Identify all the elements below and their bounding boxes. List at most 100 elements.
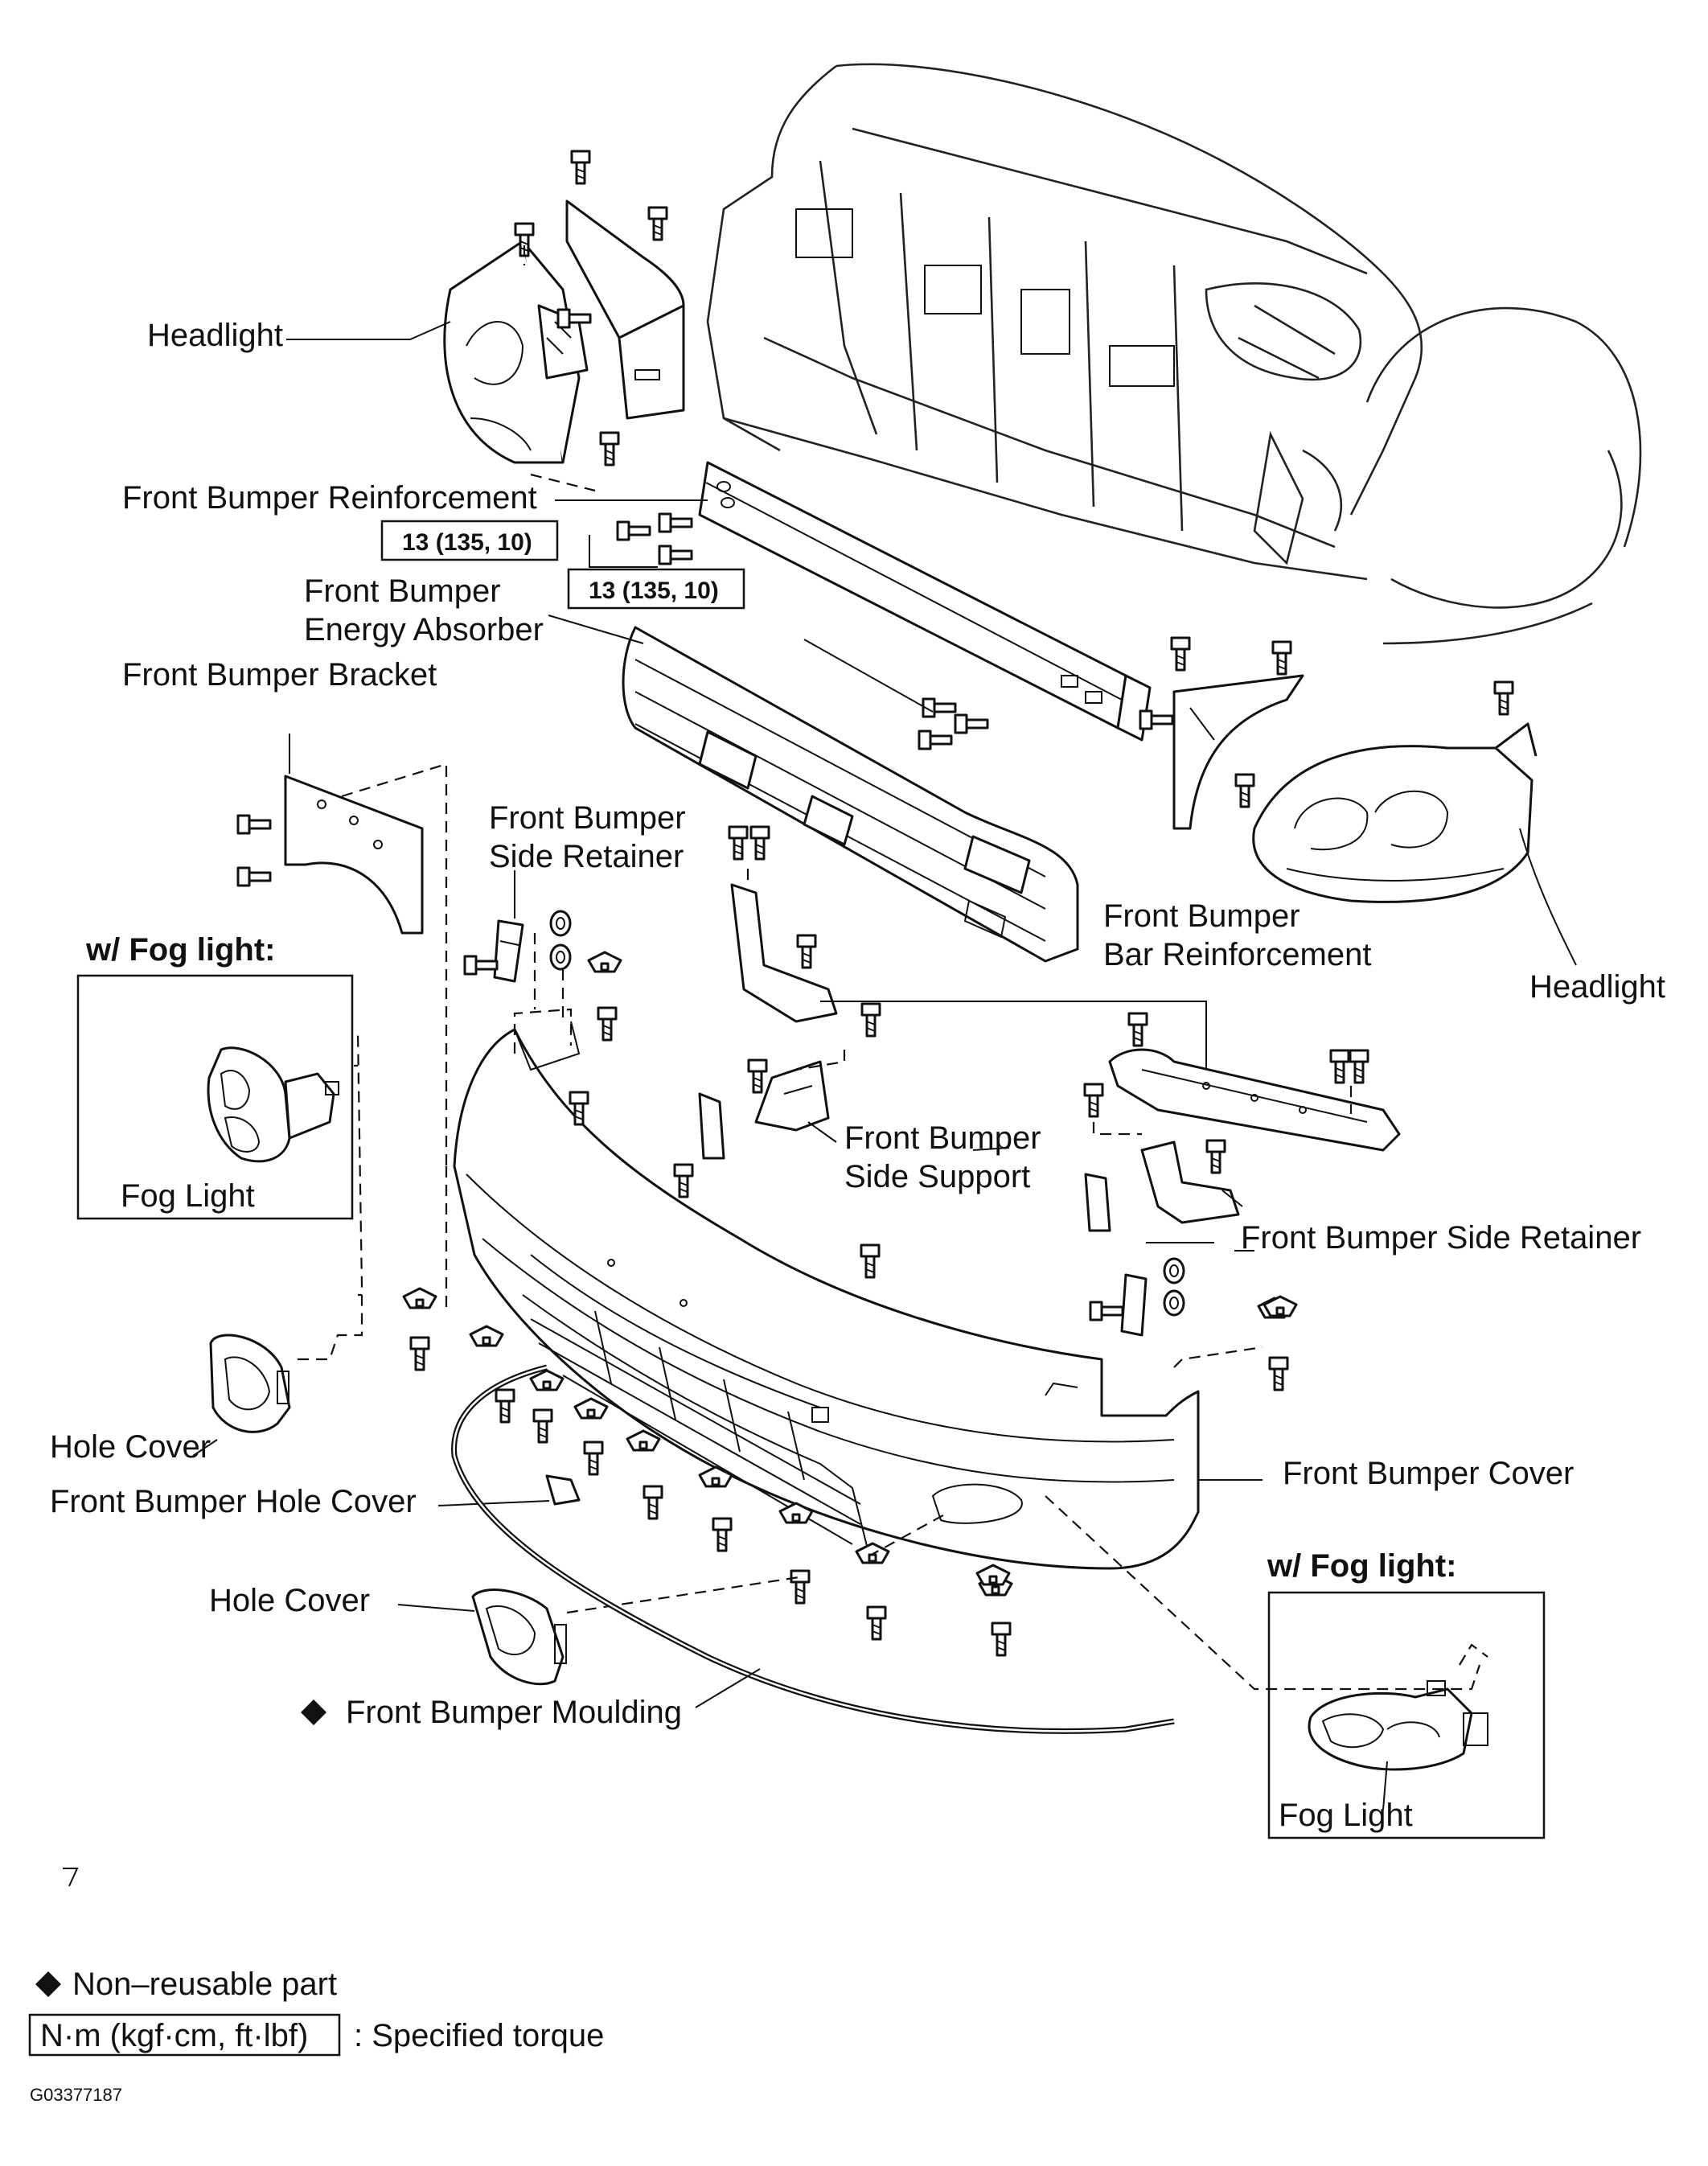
- reinforcement-bolt: [954, 713, 989, 734]
- label-headlight-left: Headlight: [147, 318, 283, 353]
- cover-screw: [673, 1163, 694, 1198]
- fender-liner-right: [1172, 674, 1304, 830]
- support-bolt: [728, 825, 749, 861]
- label-hole-cover-left: Hole Cover: [50, 1429, 211, 1465]
- bar-reinforcement-bolt: [1127, 1012, 1148, 1047]
- hole-cover-left-part: [209, 1334, 291, 1433]
- lower-screw: [532, 1408, 553, 1444]
- fender-right-bolt: [1271, 640, 1292, 676]
- retainer-clip: [587, 951, 622, 973]
- label-energy-absorber-2: Energy Absorber: [304, 612, 544, 647]
- label-side-retainer-left-2: Side Retainer: [489, 839, 684, 874]
- lower-clip: [469, 1325, 504, 1347]
- lower-clip: [529, 1369, 565, 1391]
- retainer-bolt: [463, 955, 499, 976]
- front-bumper-bracket-part: [284, 775, 424, 935]
- lower-clip: [1263, 1295, 1298, 1317]
- label-fog-title-left: w/ Fog light:: [85, 932, 276, 968]
- torque-box-1: [380, 520, 559, 561]
- legend-torque-box: [28, 2013, 341, 2057]
- label-bar-reinforcement-1: Front Bumper: [1103, 898, 1300, 934]
- label-front-bumper-hole-cover: Front Bumper Hole Cover: [50, 1484, 417, 1519]
- headlight-right-bolt: [1493, 680, 1514, 716]
- legend: Non–reusable part N·m (kgf·cm, ft·lbf) :…: [28, 1967, 604, 2057]
- retainer-screw: [597, 1006, 618, 1042]
- torque-box-2: [567, 568, 745, 610]
- lower-screw: [866, 1605, 887, 1641]
- energy-absorber-part: [622, 626, 1079, 963]
- label-bar-reinforcement-2: Bar Reinforcement: [1103, 937, 1371, 972]
- legend-torque-units: N·m (kgf·cm, ft·lbf): [40, 2018, 308, 2053]
- cover-screw: [860, 1243, 881, 1279]
- front-bumper-hole-cover-part: [545, 1474, 581, 1506]
- diamond-icon: [301, 1700, 326, 1725]
- label-torque-1: 13 (135, 10): [402, 529, 532, 556]
- fender-right-bolt: [1234, 773, 1255, 808]
- bar-reinforcement-bolt: [1349, 1049, 1369, 1084]
- front-bumper-reinforcement-part: [698, 461, 1152, 742]
- bracket-bolt: [236, 814, 272, 835]
- support-right-bolt: [1205, 1139, 1226, 1174]
- leader-energy-absorber: [548, 614, 644, 644]
- lower-screw: [712, 1517, 733, 1552]
- lower-screw: [583, 1441, 604, 1476]
- stray-mark: [63, 1868, 79, 1887]
- retainer-right-bolt: [1089, 1301, 1124, 1321]
- lower-screw: [409, 1336, 430, 1371]
- label-fog-title-right: w/ Fog light:: [1267, 1548, 1457, 1584]
- lower-clip: [573, 1397, 609, 1420]
- lower-clip: [402, 1287, 437, 1309]
- headlight-right-part: [1252, 722, 1538, 903]
- support-bolt: [747, 1058, 768, 1094]
- label-side-support-1: Front Bumper: [844, 1120, 1041, 1156]
- fender-liner-left: [565, 199, 685, 420]
- fog-light-right-part: [1308, 1680, 1488, 1771]
- diamond-icon: [35, 1971, 61, 1997]
- bar-reinforcement-part: [1108, 1048, 1401, 1152]
- fender-top-bolt: [570, 150, 591, 185]
- label-fog-light-right: Fog Light: [1279, 1798, 1413, 1833]
- lower-screw: [991, 1621, 1012, 1657]
- leader-side-support: [972, 1147, 1010, 1151]
- side-support-left-part: [698, 883, 838, 1160]
- bracket-bolt: [236, 866, 272, 887]
- hole-cover-lower-part: [471, 1589, 567, 1686]
- lower-clip: [975, 1564, 1011, 1586]
- bar-reinforcement-bolt: [1083, 1083, 1104, 1118]
- lower-screw: [643, 1485, 663, 1520]
- label-hole-cover-lower: Hole Cover: [209, 1583, 370, 1618]
- label-torque-2: 13 (135, 10): [589, 577, 719, 604]
- label-side-retainer-right: Front Bumper Side Retainer: [1241, 1220, 1641, 1256]
- support-bolt: [749, 825, 770, 861]
- support-bolt: [796, 934, 817, 969]
- retainer-right-nut: [1163, 1257, 1185, 1284]
- headlight-lower-bolt: [599, 431, 620, 466]
- bar-reinforcement-bolt: [1329, 1049, 1350, 1084]
- retainer-nut: [549, 910, 572, 937]
- fender-right-bolt: [1170, 636, 1191, 672]
- lower-clip: [626, 1429, 661, 1452]
- reinforcement-bolt: [918, 730, 953, 750]
- lower-screw: [790, 1569, 811, 1605]
- legend-non-reusable: Non–reusable part: [72, 1967, 337, 2002]
- reinforcement-bolt: [658, 545, 693, 565]
- side-retainer-left-part: [493, 919, 524, 983]
- reinforcement-bolt: [658, 512, 693, 533]
- lower-screw: [495, 1388, 515, 1424]
- retainer-right-nut: [1163, 1289, 1185, 1317]
- label-headlight-right: Headlight: [1529, 969, 1665, 1005]
- side-retainer-right-part: [1120, 1273, 1148, 1337]
- reinforcement-bolt: [922, 697, 957, 718]
- support-bolt: [860, 1002, 881, 1038]
- vehicle-body-frame: [706, 63, 1642, 645]
- retainer-nut: [549, 943, 572, 971]
- label-front-bumper-bracket: Front Bumper Bracket: [122, 657, 437, 693]
- figure-code: G03377187: [30, 2085, 122, 2105]
- fender-top-bolt-2: [647, 206, 668, 241]
- fog-light-left-part: [207, 1046, 339, 1163]
- reinforcement-bolt: [1139, 709, 1174, 730]
- retainer-right-screw: [1268, 1356, 1289, 1391]
- front-bumper-moulding-part: [451, 1364, 1175, 1734]
- label-side-retainer-left-1: Front Bumper: [489, 800, 686, 836]
